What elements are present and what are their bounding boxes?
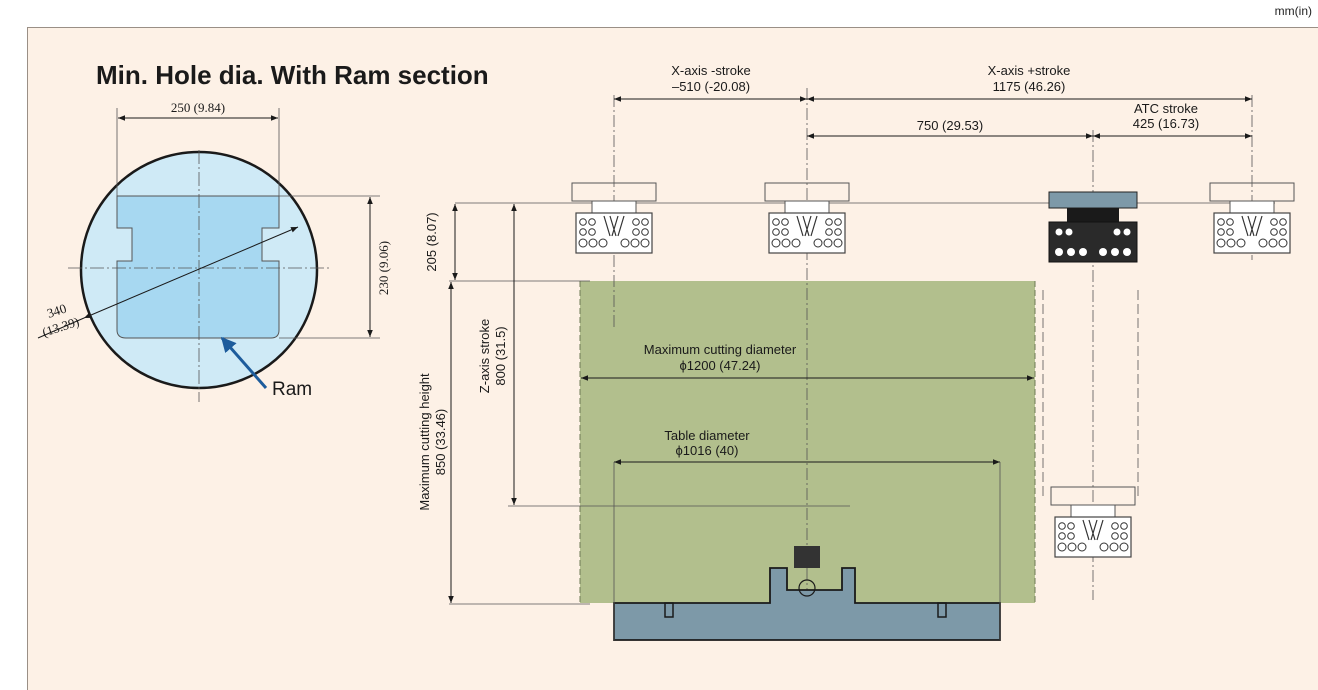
ram-label: Ram	[272, 379, 312, 400]
max-height-label: Maximum cutting height	[417, 373, 432, 511]
table-dia-value: ϕ1016 (40)	[676, 443, 739, 458]
z-offset-value: 205 (8.07)	[424, 212, 439, 271]
table-top-block	[794, 546, 820, 568]
table-dia-label: Table diameter	[664, 428, 750, 443]
x-minus-label: X-axis -stroke	[671, 63, 750, 78]
width-dim-text: 250 (9.84)	[171, 100, 225, 115]
x-plus-label: X-axis +stroke	[988, 63, 1071, 78]
atc-spindle-head	[1048, 191, 1138, 263]
z-stroke-label: Z-axis stroke	[477, 319, 492, 393]
stroke-layout-view: X-axis -stroke –510 (-20.08) X-axis +str…	[417, 63, 1295, 641]
diagonal-dim-text-1: 340	[45, 301, 68, 321]
max-height-value: 850 (33.46)	[433, 409, 448, 476]
x-minus-value: –510 (-20.08)	[672, 79, 750, 94]
atc-label: ATC stroke	[1134, 101, 1198, 116]
ram-section-view: 250 (9.84) 230 (9.06) 340 (13.39) Ram	[37, 100, 391, 402]
height-dim-text: 230 (9.06)	[376, 241, 391, 295]
max-dia-label: Maximum cutting diameter	[644, 342, 797, 357]
diagonal-dim-line	[83, 226, 299, 319]
ram-outline	[116, 195, 280, 339]
unit-label: mm(in)	[1274, 4, 1312, 18]
diagonal-dim-text-2: (13.39)	[40, 314, 81, 340]
section-title: Min. Hole dia. With Ram section	[96, 60, 489, 90]
atc-value: 425 (16.73)	[1133, 116, 1200, 131]
max-dia-value: ϕ1200 (47.24)	[679, 358, 760, 373]
z-stroke-value: 800 (31.5)	[493, 326, 508, 385]
x-plus-value: 1175 (46.26)	[993, 79, 1066, 94]
ram-pointer-arrow	[220, 336, 268, 389]
atc-center-value: 750 (29.53)	[917, 118, 984, 133]
